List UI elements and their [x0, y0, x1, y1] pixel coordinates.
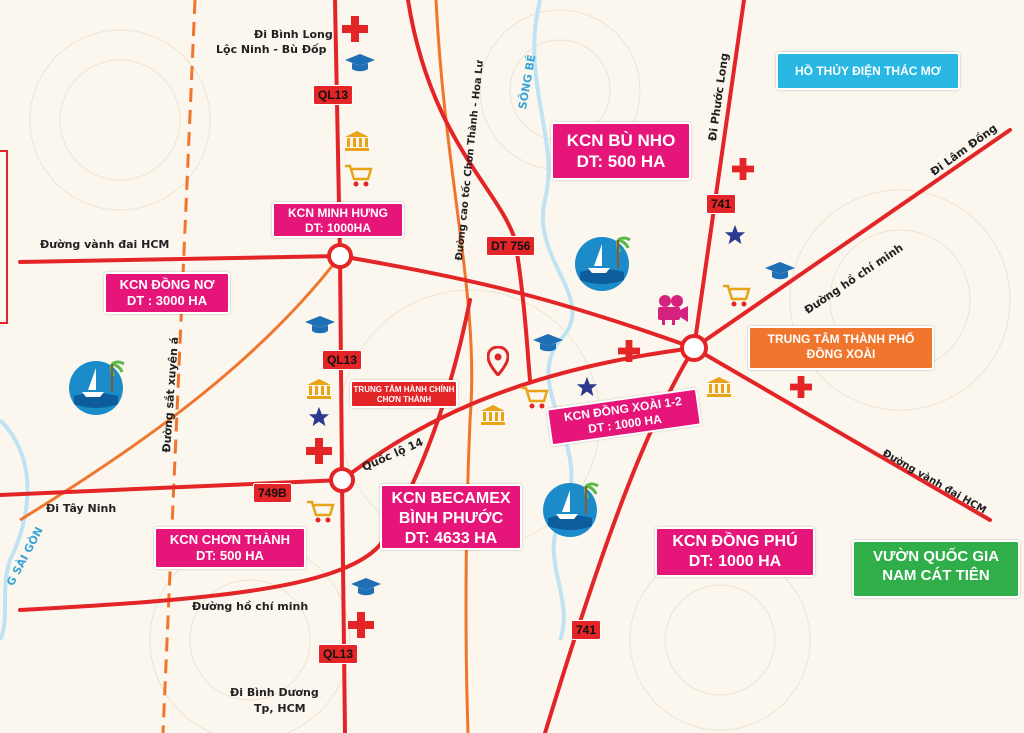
shopping-cart-icon	[521, 386, 549, 409]
dong-xoai-center-line2: ĐỒNG XOÀI	[806, 347, 876, 361]
label-binh-long: Đi Bình Long	[254, 28, 333, 41]
zone-becamex-name: KCN BECAMEX	[391, 490, 511, 507]
shopping-cart-icon	[307, 500, 335, 523]
badge-ql13-mid: QL13	[322, 350, 363, 370]
label-loc-ninh: Lộc Ninh - Bù Đốp	[216, 43, 327, 56]
railway-line	[161, 0, 197, 733]
zone-becamex-province: BÌNH PHƯỚC	[398, 510, 504, 527]
zone-dong-phu-area: DT: 1000 HA	[688, 553, 782, 570]
boat-island-icon	[575, 236, 631, 291]
zone-becamex: KCN BECAMEX BÌNH PHƯỚC DT: 4633 HA	[380, 484, 522, 550]
badge-741-top: 741	[706, 194, 737, 214]
star-icon	[308, 406, 330, 427]
dong-xoai-center-line1: TRUNG TÂM THÀNH PHỐ	[767, 332, 915, 346]
hospital-cross-icon	[618, 340, 640, 362]
chon-thanh-center-line1: TRUNG TÂM HÀNH CHÍNH	[353, 385, 455, 394]
orange-diagonal-road	[19, 255, 342, 522]
cat-tien-line1: VƯỜN QUỐC GIA	[872, 548, 1000, 565]
label-binh-duong: Đi Bình Dương	[230, 686, 319, 699]
zone-bu-nho-name: KCN BÙ NHO	[566, 131, 676, 150]
sai-gon-river	[0, 418, 30, 641]
lake-thac-mo-label: HỒ THỦY ĐIỆN THÁC MƠ	[794, 64, 941, 78]
zone-minh-hung-area: DT: 1000HA	[304, 221, 372, 235]
zone-dong-phu-name: KCN ĐỒNG PHÚ	[672, 533, 798, 550]
bank-icon	[307, 379, 331, 399]
location-pin-icon	[487, 346, 509, 376]
boat-island-icon	[69, 360, 125, 415]
expressway-line	[434, 0, 474, 733]
star-icon	[724, 224, 746, 245]
hospital-cross-icon	[348, 612, 374, 638]
chon-thanh-center-line2: CHƠN THÀNH	[376, 395, 432, 404]
dt-756-road	[406, 0, 532, 382]
bank-icon	[345, 131, 369, 151]
road-749b	[0, 478, 344, 497]
label-tay-ninh: Đi Tây Ninh	[46, 502, 117, 515]
junction-dong-xoai	[680, 334, 708, 362]
ring-road-hcm-right	[692, 346, 992, 522]
graduation-cap-icon	[533, 334, 563, 352]
zone-becamex-area: DT: 4633 HA	[404, 530, 498, 547]
hospital-cross-icon	[732, 158, 754, 180]
ring-road-hcm	[18, 253, 696, 350]
road-741-south	[543, 346, 696, 733]
badge-ql13-bottom: QL13	[318, 644, 359, 664]
badge-749b: 749B	[253, 483, 292, 503]
hospital-cross-icon	[306, 438, 332, 464]
zone-dong-no-area: DT : 3000 HA	[126, 293, 208, 309]
cat-tien-line2: NAM CÁT TIÊN	[882, 566, 990, 584]
hospital-cross-icon	[342, 16, 368, 42]
chon-thanh-admin-center: TRUNG TÂM HÀNH CHÍNH CHƠN THÀNH	[350, 380, 458, 408]
label-tp-hcm: Tp, HCM	[254, 702, 306, 715]
left-edge-marker	[0, 150, 8, 324]
movie-camera-icon	[658, 295, 688, 325]
zone-dong-phu: KCN ĐỒNG PHÚ DT: 1000 HA	[655, 527, 815, 577]
badge-ql13-top: QL13	[313, 85, 354, 105]
junction-minh-hung	[327, 243, 353, 269]
bank-icon	[707, 377, 731, 397]
junction-chon-thanh	[329, 467, 355, 493]
zone-chon-thanh: KCN CHƠN THÀNH DT: 500 HA	[154, 527, 306, 569]
label-ring-hcm-left: Đường vành đai HCM	[40, 238, 170, 251]
graduation-cap-icon	[351, 578, 381, 596]
lam-dong-road	[692, 128, 1012, 350]
zone-chon-thanh-area: DT: 500 HA	[196, 548, 264, 564]
zone-dong-no-name: KCN ĐỒNG NƠ	[119, 277, 215, 292]
badge-741-bottom: 741	[571, 620, 602, 640]
label-hcm-road-bottom: Đường hồ chí minh	[192, 600, 309, 613]
boat-island-icon	[543, 482, 599, 537]
graduation-cap-icon	[305, 316, 335, 334]
hospital-cross-icon	[790, 376, 812, 398]
lake-thac-mo: HỒ THỦY ĐIỆN THÁC MƠ	[776, 52, 960, 90]
zone-minh-hung: KCN MINH HƯNG DT: 1000HA	[272, 202, 404, 238]
cat-tien-national-park: VƯỜN QUỐC GIA NAM CÁT TIÊN	[852, 540, 1020, 598]
zone-dong-no: KCN ĐỒNG NƠ DT : 3000 HA	[104, 272, 230, 314]
badge-dt756: DT 756	[486, 236, 536, 256]
graduation-cap-icon	[345, 54, 375, 72]
zone-chon-thanh-name: KCN CHƠN THÀNH	[169, 532, 291, 547]
zone-minh-hung-name: KCN MINH HƯNG	[288, 206, 388, 220]
zone-bu-nho-area: DT: 500 HA	[576, 152, 666, 172]
star-icon	[576, 376, 598, 397]
bank-icon	[481, 405, 505, 425]
shopping-cart-icon	[345, 164, 373, 187]
road-741-north	[692, 0, 746, 350]
shopping-cart-icon	[723, 284, 751, 307]
dong-xoai-city-center: TRUNG TÂM THÀNH PHỐ ĐỒNG XOÀI	[748, 326, 934, 370]
zone-bu-nho: KCN BÙ NHO DT: 500 HA	[551, 122, 691, 180]
graduation-cap-icon	[765, 262, 795, 280]
